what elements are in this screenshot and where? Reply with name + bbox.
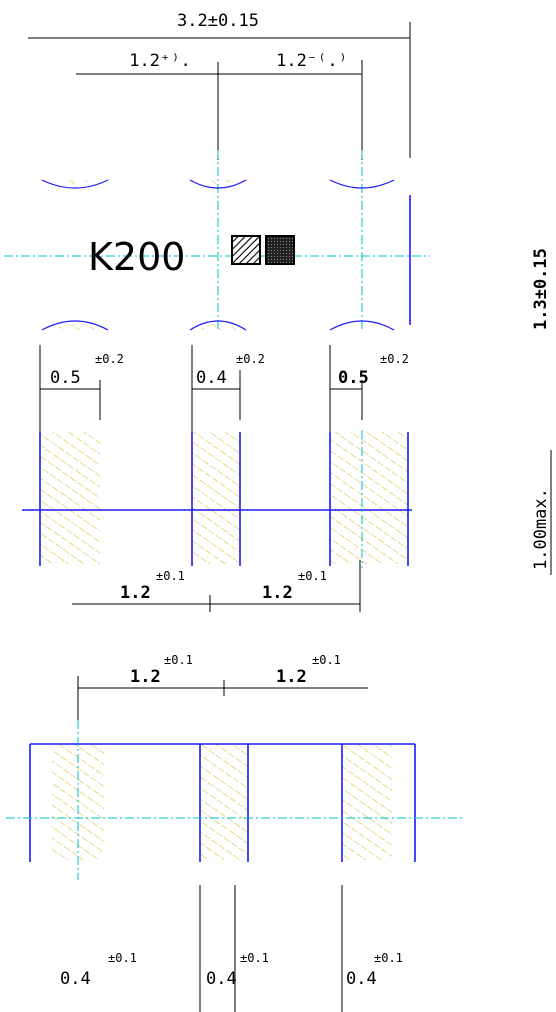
pad-right <box>330 432 408 564</box>
lead-cut-hatch <box>50 180 238 330</box>
top-left-pitch-label: 1.2⁺⁾. <box>129 51 190 71</box>
side-view: 1.3±0.15 1.00max. <box>531 248 552 575</box>
leads <box>29 743 416 862</box>
pad-width-mid-label: 0.4 <box>196 368 227 388</box>
pad-width-left-label: 0.5 <box>50 368 81 388</box>
pads <box>22 432 412 566</box>
lead-cut-arcs <box>41 179 395 331</box>
bottom-pitch-left-tol: ±0.1 <box>164 653 193 667</box>
bottom-pitch-right-tol: ±0.1 <box>312 653 341 667</box>
pad-mid <box>192 432 240 564</box>
pad-tol-left: ±0.2 <box>95 352 124 366</box>
pad-view: 0.5 ±0.2 0.4 ±0.2 0.5 ±0.2 1.2 ±0.1 1.2 … <box>22 345 412 612</box>
lead-tol-right: ±0.1 <box>374 951 403 965</box>
lead-tol-mid: ±0.1 <box>240 951 269 965</box>
bottom-view: 1.2 ±0.1 1.2 ±0.1 0.4 ±0.1 0.4 ±0.1 0.4 … <box>6 653 462 1012</box>
pad-tol-right: ±0.2 <box>380 352 409 366</box>
lead-right <box>342 744 392 860</box>
mid-pitch-left-tol: ±0.1 <box>156 569 185 583</box>
mid-pitch-right-label: 1.2 <box>262 583 293 603</box>
side-width-label: 1.3±0.15 <box>531 248 551 330</box>
lead-width-left-label: 0.4 <box>60 969 91 989</box>
lead-mid <box>200 744 248 860</box>
lead-width-right-label: 0.4 <box>346 969 377 989</box>
overall-length-label: 3.2±0.15 <box>177 11 259 31</box>
pad-tol-mid: ±0.2 <box>236 352 265 366</box>
pad-left <box>40 432 100 564</box>
top-right-pitch-label: 1.2⁻⁽.⁾ <box>276 51 348 71</box>
side-height-label: 1.00max. <box>531 488 551 570</box>
pad-width-dimensions <box>39 345 363 440</box>
mid-pitch-right-tol: ±0.1 <box>298 569 327 583</box>
lead-width-mid-label: 0.4 <box>206 969 237 989</box>
mid-pitch-left-label: 1.2 <box>120 583 151 603</box>
bottom-pitch-right-label: 1.2 <box>276 667 307 687</box>
lead-tol-left: ±0.1 <box>108 951 137 965</box>
marking-hatched-fill <box>232 236 260 264</box>
package-marking: K200 <box>88 235 185 279</box>
top-view: 3.2±0.15 1.2⁺⁾. 1.2⁻⁽.⁾ K200 <box>4 11 430 332</box>
bottom-pitch-left-label: 1.2 <box>130 667 161 687</box>
marking-dotted-square <box>265 235 295 265</box>
pad-width-right-label: 0.5 <box>338 368 369 388</box>
